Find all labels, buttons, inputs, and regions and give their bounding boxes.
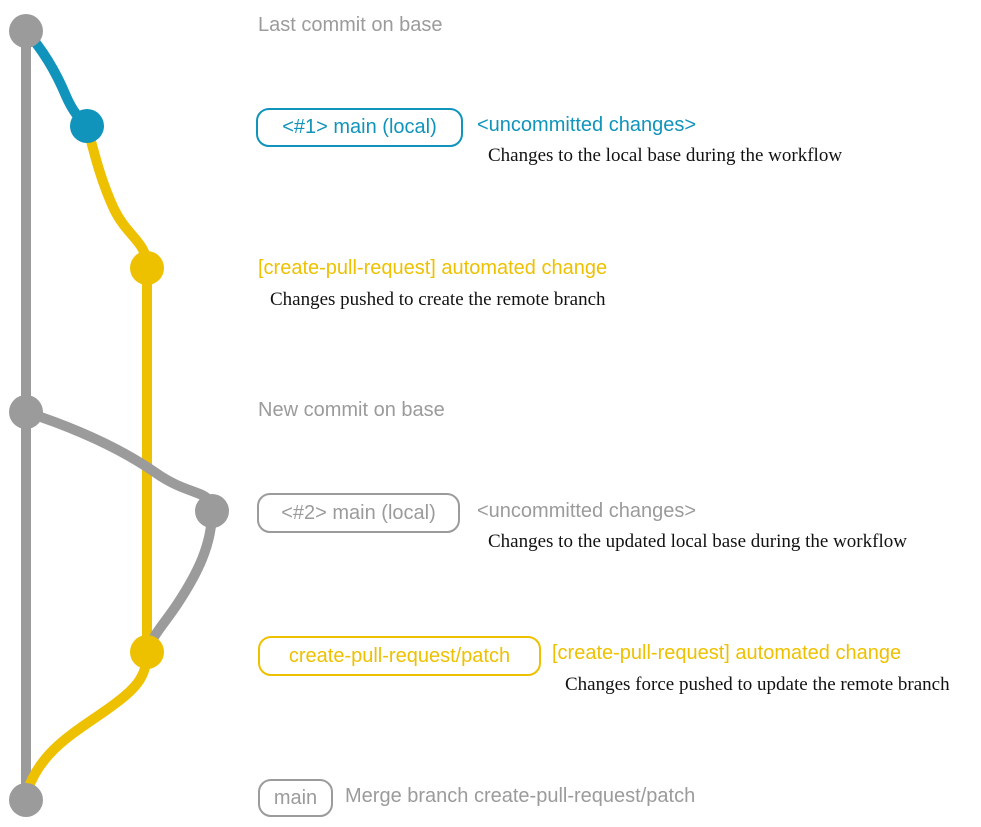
branch-badge-main-local-2: <#2> main (local) [257,493,460,533]
git-graph [9,14,229,817]
uncommitted-changes-headline-1: <uncommitted changes> [477,114,697,136]
automated-change-headline-1: [create-pull-request] automated change [258,257,608,279]
last-commit-title: Last commit on base [258,14,443,36]
new-commit-title: New commit on base [258,399,445,421]
branch-badge-main-local-1: <#1> main (local) [256,108,463,147]
commit-dot-merge [9,783,43,817]
commit-dot-patch-2 [130,635,164,669]
uncommitted-changes-caption-1: Changes to the local base during the wor… [488,145,843,166]
uncommitted-changes-caption-2: Changes to the updated local base during… [488,531,907,552]
branch-badge-patch: create-pull-request/patch [258,636,541,676]
branch-badge-main: main [258,779,333,817]
commit-dot-patch-1 [130,251,164,285]
commit-dot-last-base [9,14,43,48]
commit-dot-new-base [9,395,43,429]
updated-base-branch-line [21,407,218,658]
merge-commit-message: Merge branch create-pull-request/patch [345,785,696,807]
commit-dot-main-local-1 [70,109,104,143]
automated-change-headline-2: [create-pull-request] automated change [552,642,902,664]
commit-dot-main-local-2 [195,494,229,528]
automated-change-caption-1: Changes pushed to create the remote bran… [270,289,606,310]
uncommitted-changes-headline-2: <uncommitted changes> [477,500,697,522]
automated-change-caption-2: Changes force pushed to update the remot… [565,674,950,695]
